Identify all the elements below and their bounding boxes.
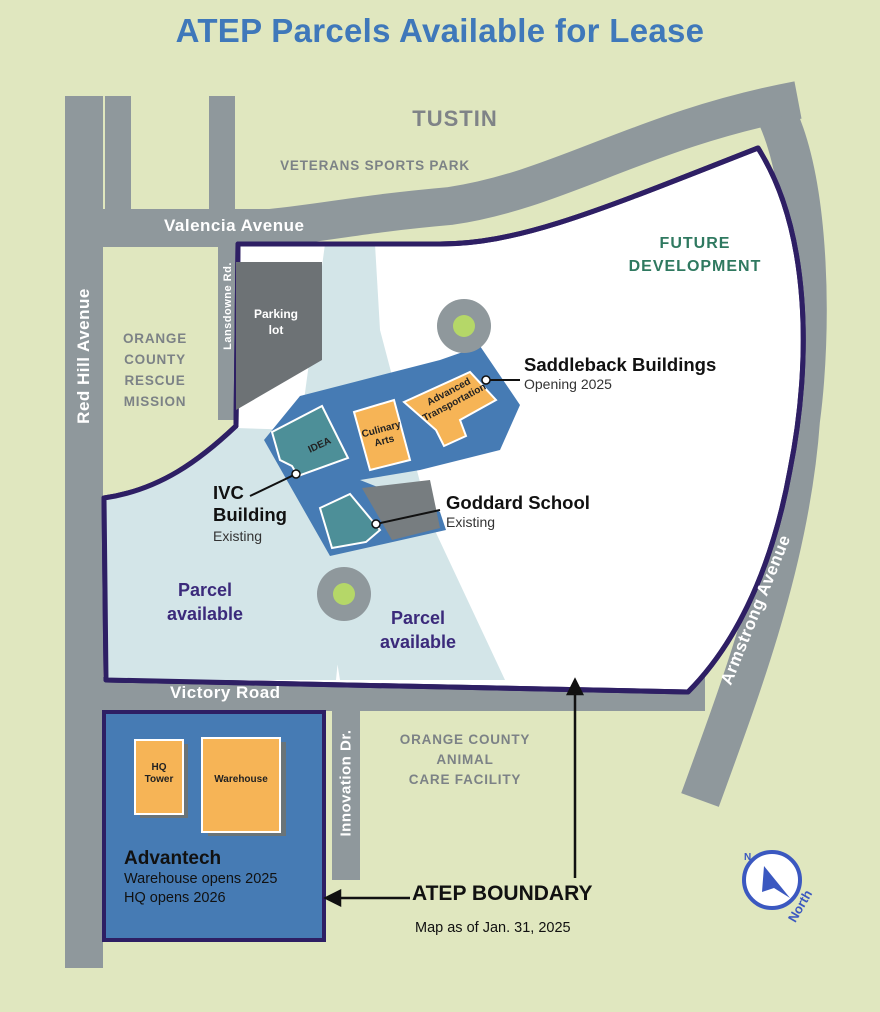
boundary-arrows (323, 677, 585, 908)
innovation-drive-label: Innovation Dr. (337, 729, 355, 837)
goddard-leader (375, 509, 441, 525)
map-title: ATEP Parcels Available for Lease (175, 12, 705, 49)
red-hill-avenue-label: Red Hill Avenue (74, 288, 93, 424)
advantech-hq-status: HQ opens 2026 (124, 890, 226, 906)
advanced-transportation-building (402, 370, 498, 448)
valencia-avenue-road (65, 81, 802, 247)
advantech-name: Advantech (124, 848, 222, 869)
roundabout-south (317, 567, 371, 621)
advantech-callout: Advantech Warehouse opens 2025 HQ opens … (124, 848, 277, 908)
compass-n-label: N (744, 852, 752, 863)
tustin-label: TUSTIN (412, 106, 498, 131)
valencia-avenue-label: Valencia Avenue (164, 216, 305, 235)
saddleback-buildings-status: Opening 2025 (524, 376, 612, 392)
parcel-available-left-area (106, 428, 346, 680)
goddard-school-name: Goddard School (446, 492, 590, 513)
warehouse-building (201, 737, 281, 833)
advantech-warehouse-status: Warehouse opens 2025 (124, 871, 278, 887)
atep-boundary-outline (101, 145, 806, 695)
lansdowne-road-label: Lansdowne Rd. (222, 262, 234, 350)
roundabout-north (437, 299, 491, 353)
victory-road-label: Victory Road (170, 683, 281, 702)
goddard-school-building (318, 492, 382, 550)
ivc-leader (249, 473, 297, 497)
warehouse-label: Warehouse (214, 774, 268, 785)
leader-lines (249, 379, 520, 525)
saddleback-buildings-name: Saddleback Buildings (524, 354, 717, 375)
goddard-grey-lot (362, 480, 440, 540)
goddard-school-callout: Goddard School Existing (446, 492, 590, 530)
atep-boundary-label: ATEP BOUNDARY (412, 882, 593, 905)
culinary-arts-building (352, 398, 412, 472)
goddard-school-status: Existing (446, 514, 496, 530)
ivc-building-status: Existing (213, 528, 263, 544)
north-compass-icon (742, 850, 802, 910)
parking-lot-shape (236, 262, 322, 410)
map-date-label: Map as of Jan. 31, 2025 (415, 920, 571, 936)
leader-dots (291, 375, 491, 529)
saddleback-buildings-callout: Saddleback Buildings Opening 2025 (524, 354, 716, 392)
veterans-sports-park-label: VETERANS SPORTS PARK (280, 158, 470, 173)
hq-tower-building (134, 739, 184, 815)
